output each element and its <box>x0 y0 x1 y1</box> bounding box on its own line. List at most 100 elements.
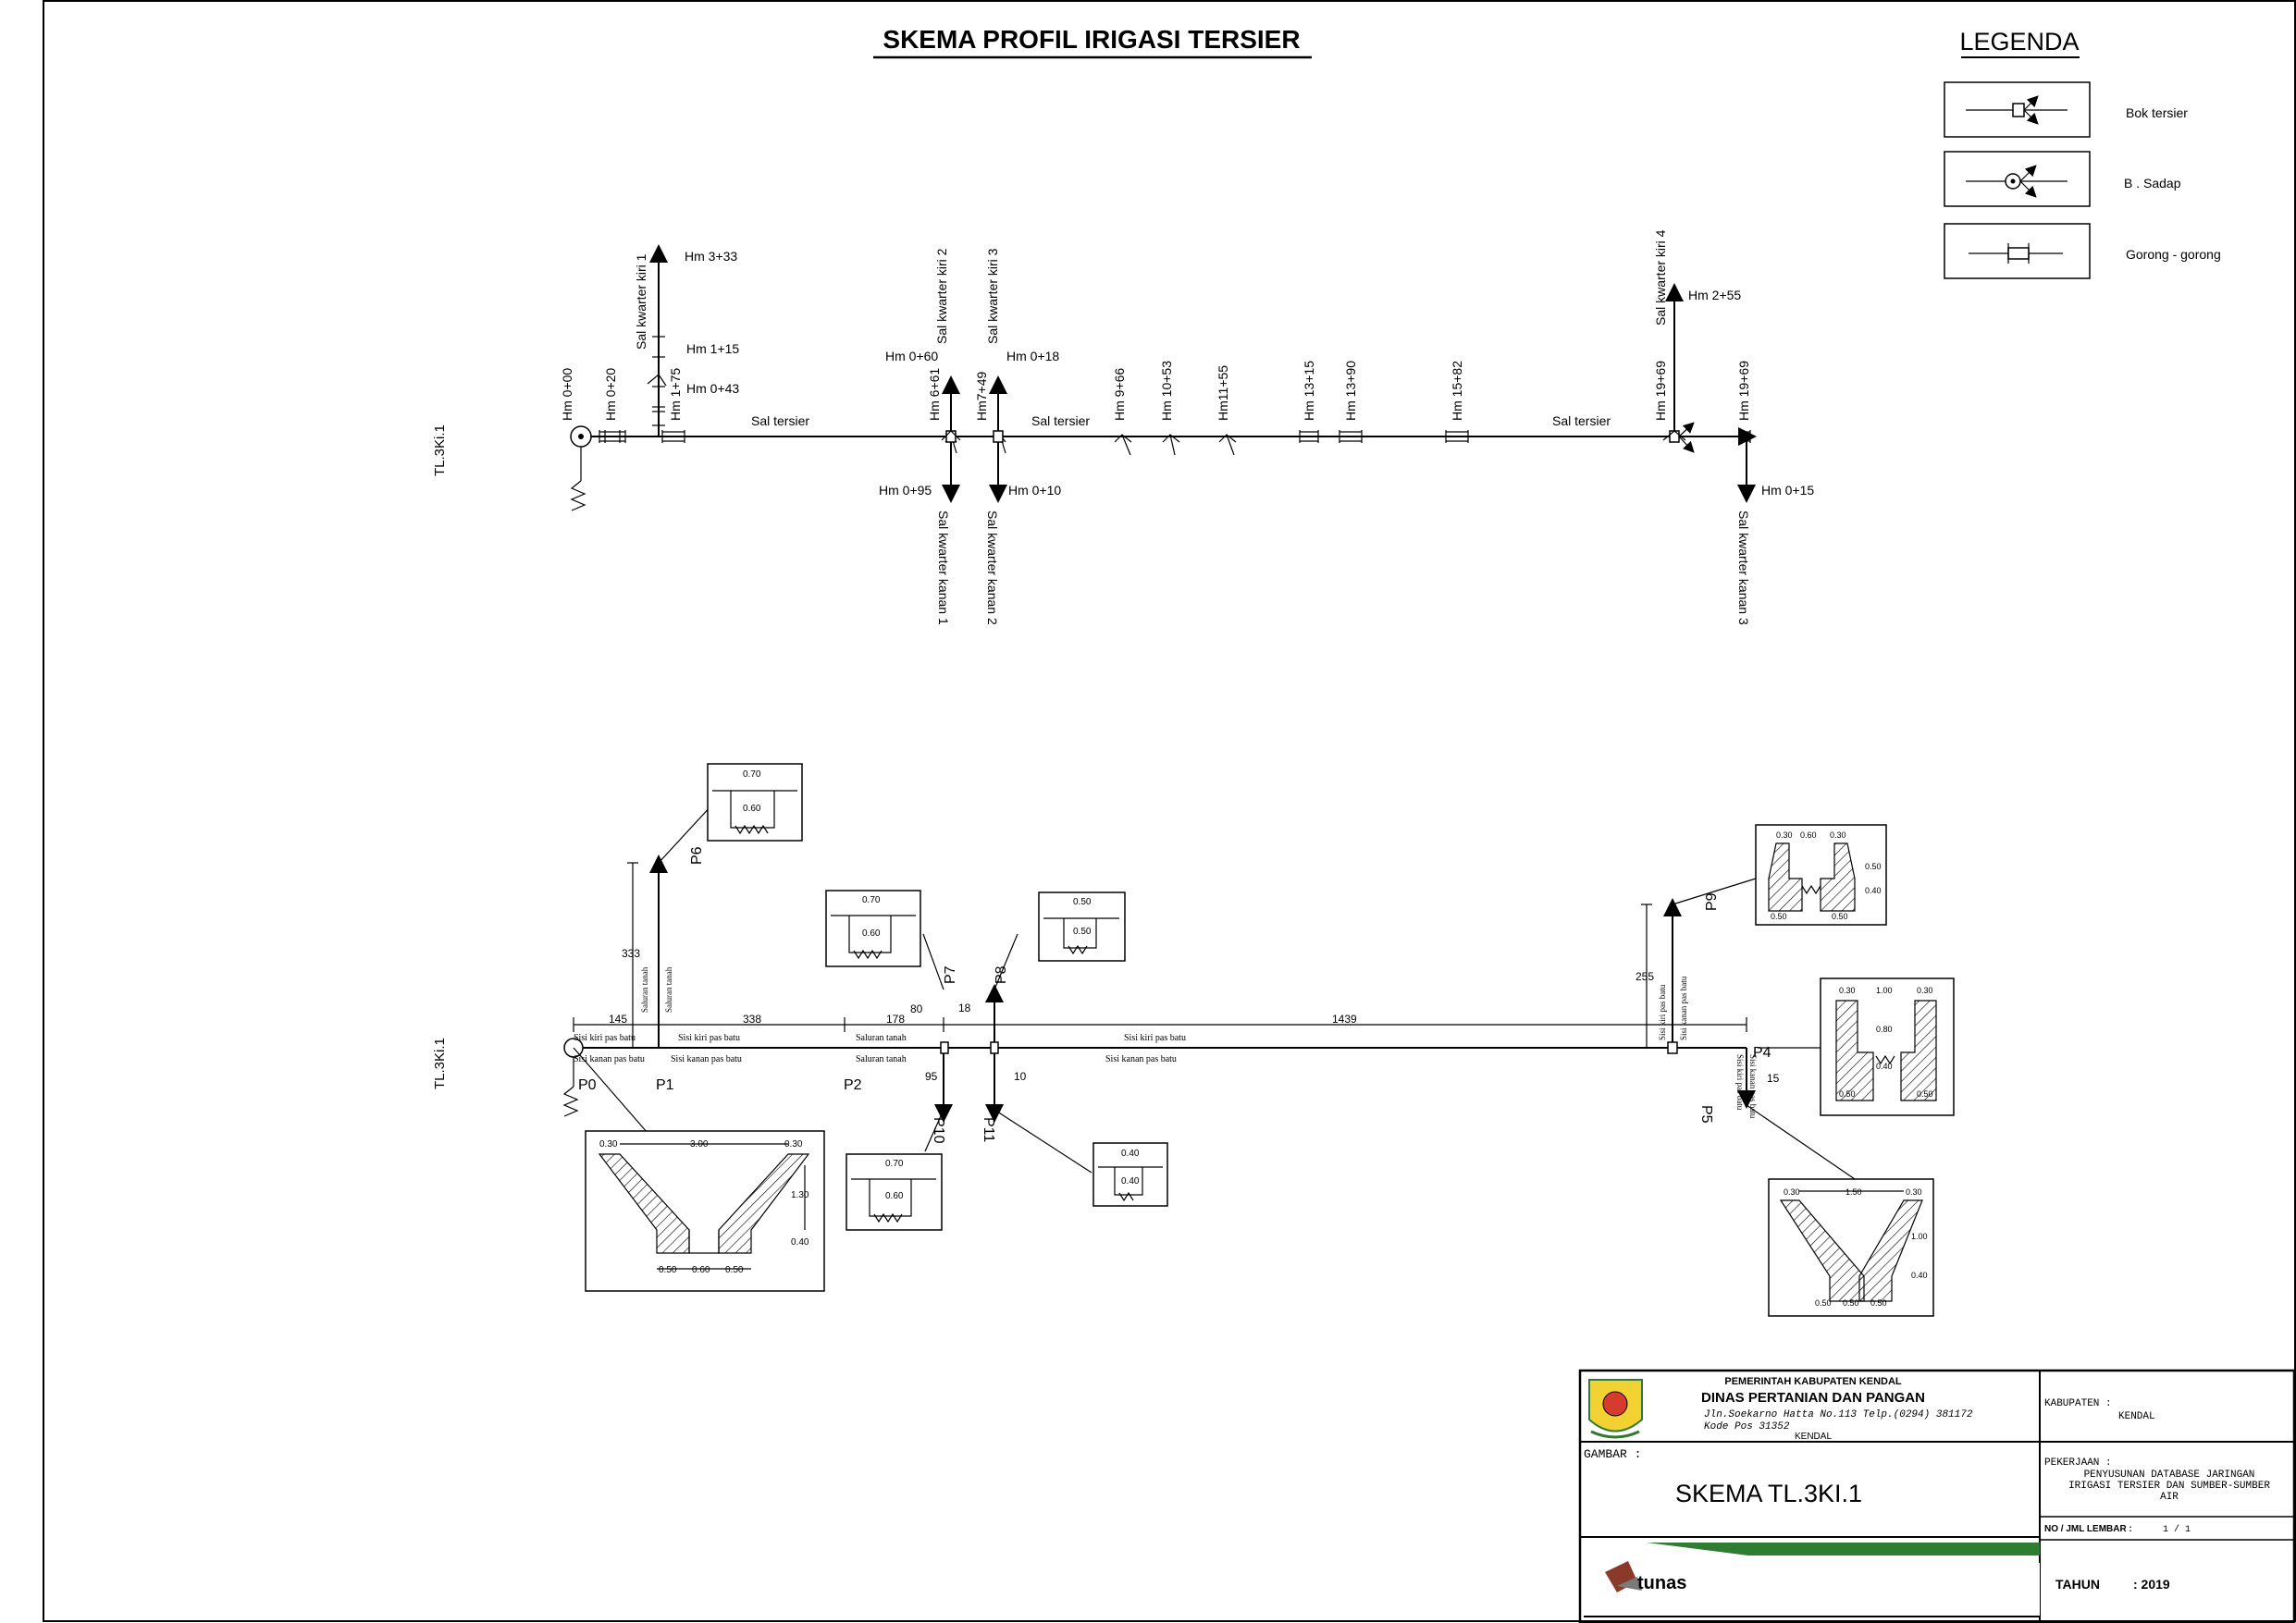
dimension-label: 0.50 <box>1073 897 1092 907</box>
tahun-value: : 2019 <box>2133 1577 2170 1592</box>
dimension-label: 0.60 <box>885 1191 904 1201</box>
hm-label: Hm 0+60 <box>885 349 938 363</box>
station-label: Hm 15+82 <box>1450 361 1464 421</box>
point-label: P7 <box>943 965 958 984</box>
cross-section-p8: 0.50 0.50 <box>1038 891 1126 962</box>
branch-label: Sal kwarter kiri 3 <box>985 248 1000 344</box>
dimension-label: 1.50 <box>1845 1187 1862 1197</box>
dimension-label: 0.50 <box>1839 1089 1856 1099</box>
dimension-label: 0.40 <box>1865 886 1882 895</box>
gorong-gorong-symbol <box>1969 243 2063 264</box>
note-label: Sisi kiri pas batu <box>1658 984 1667 1040</box>
hm-label: Hm 0+95 <box>879 483 932 498</box>
station-label: Hm 0+20 <box>603 368 618 421</box>
hm-label: Hm 2+55 <box>1688 288 1741 302</box>
dimension-label: 0.70 <box>862 895 881 905</box>
note-label: Sisi kanan pas batu <box>671 1054 742 1064</box>
title-block: PEMERINTAH KABUPATEN KENDAL DINAS PERTAN… <box>1578 1369 2296 1623</box>
station-label: Hm 13+15 <box>1302 361 1316 421</box>
lembar-value: 1 / 1 <box>2163 1524 2191 1535</box>
station-label: Hm 19+69 <box>1653 361 1668 421</box>
cross-section-p10: 0.70 0.60 <box>846 1153 943 1231</box>
station-label: Hm 9+66 <box>1112 368 1127 421</box>
distance-label: 338 <box>743 1013 761 1026</box>
note-label: Sisi kiri pas batu <box>1124 1033 1186 1043</box>
point-label: P8 <box>994 965 1009 984</box>
legend-item-label: Gorong - gorong <box>2126 247 2221 262</box>
dimension-label: 0.30 <box>1784 1187 1800 1197</box>
dimension-label: 0.40 <box>1121 1149 1140 1159</box>
hm-label: Hm 0+15 <box>1761 483 1814 498</box>
side-label: TL.3Ki.1 <box>432 424 448 476</box>
gambar-label: GAMBAR : <box>1584 1447 1641 1461</box>
kabupaten-value: KENDAL <box>2118 1411 2155 1422</box>
cross-section-p4: 0.30 1.00 0.30 0.80 0.40 0.50 0.50 <box>1820 977 1955 1116</box>
lower-schematic: TL.3Ki.1 145 338 178 18 1439 333 Saluran… <box>432 763 1955 1317</box>
agency-city: KENDAL <box>1795 1432 1832 1442</box>
branch-label: Sal kwarter kanan 2 <box>985 510 1000 625</box>
dimension-label: 1.30 <box>791 1190 809 1200</box>
dimension-label: 1.00 <box>1911 1232 1928 1241</box>
point-label: P2 <box>844 1077 862 1093</box>
agency-postcode: Kode Pos 31352 <box>1704 1421 1790 1432</box>
note-label: Sisi kiri pas batu <box>678 1033 740 1043</box>
gov-name: PEMERINTAH KABUPATEN KENDAL <box>1724 1376 1902 1387</box>
dimension-label: 0.40 <box>1121 1176 1140 1187</box>
cross-section-p7: 0.70 0.60 <box>825 890 921 967</box>
distance-label: 1439 <box>1332 1013 1357 1026</box>
point-label: P11 <box>981 1117 996 1142</box>
branch-label: Sal kwarter kiri 4 <box>1653 229 1668 326</box>
dimension-label: 0.50 <box>1870 1298 1887 1308</box>
dimension-label: 0.50 <box>1843 1298 1859 1308</box>
dimension-label: 0.30 <box>1917 986 1933 995</box>
distance-label: 10 <box>1014 1070 1027 1083</box>
gambar-value: SKEMA TL.3KI.1 <box>1675 1480 1862 1507</box>
channel-label: Sal tersier <box>1552 413 1611 428</box>
station-label: Hm 6+61 <box>927 368 942 421</box>
pekerjaan-line: AIR <box>2160 1492 2179 1503</box>
distance-label: 80 <box>910 1002 923 1015</box>
dimension-label: 0.30 <box>1830 830 1846 840</box>
dimension-label: 0.50 <box>1815 1298 1832 1308</box>
cross-section-p5: 0.30 1.50 0.30 1.00 0.40 0.50 0.50 0.50 <box>1768 1178 1934 1317</box>
distance-label: 255 <box>1636 970 1654 983</box>
pekerjaan-line: IRIGASI TERSIER DAN SUMBER-SUMBER <box>2068 1481 2270 1492</box>
station-label: Hm 13+90 <box>1343 361 1358 421</box>
point-label: P10 <box>931 1117 946 1144</box>
lembar-label: NO / JML LEMBAR : <box>2044 1524 2132 1534</box>
hm-label: Hm 0+43 <box>686 381 739 396</box>
dimension-label: 0.30 <box>1839 986 1856 995</box>
dimension-label: 0.70 <box>743 769 761 780</box>
distance-label: 18 <box>958 1002 971 1014</box>
branch-label: Sal kwarter kiri 1 <box>634 253 648 350</box>
dimension-label: 0.50 <box>1771 912 1787 921</box>
cross-section-p9: 0.30 0.60 0.30 0.50 0.40 0.50 0.50 <box>1755 824 1887 926</box>
tunas-logo: tunas <box>1584 1543 2040 1617</box>
legend-item-label: Bok tersier <box>2126 105 2188 120</box>
distance-label: 333 <box>622 947 640 960</box>
legend: LEGENDA Bok tersier B . Sadap Gorong - g… <box>1944 28 2221 279</box>
hm-label: Hm 3+33 <box>685 249 737 264</box>
cross-section-p6: 0.70 0.60 <box>707 763 803 842</box>
dimension-label: 0.60 <box>1800 830 1817 840</box>
pekerjaan-label: PEKERJAAN : <box>2044 1457 2112 1469</box>
dimension-label: 0.50 <box>725 1265 744 1275</box>
dimension-label: 0.40 <box>791 1237 809 1248</box>
dimension-label: 0.30 <box>1776 830 1793 840</box>
distance-label: 15 <box>1767 1072 1780 1085</box>
distance-label: 178 <box>886 1013 905 1026</box>
note-label: Saluran tanah <box>856 1033 907 1043</box>
dimension-label: 0.30 <box>599 1139 618 1150</box>
note-label: Sisi kanan pas batu <box>1105 1054 1177 1064</box>
note-label: Sisi kanan pas batu <box>574 1054 645 1064</box>
dimension-label: 0.30 <box>1906 1187 1922 1197</box>
station-label: Hm 19+69 <box>1736 361 1751 421</box>
distance-label: 145 <box>609 1013 627 1026</box>
dimension-label: 1.00 <box>1876 986 1893 995</box>
side-label: TL.3Ki.1 <box>432 1038 448 1089</box>
point-label: P9 <box>1704 892 1720 911</box>
agency-address: Jln.Soekarno Hatta No.113 Telp.(0294) 38… <box>1704 1409 1973 1420</box>
hm-label: Hm 0+18 <box>1006 349 1059 363</box>
note-label: Sisi kanan pas batu <box>1679 976 1688 1040</box>
tahun-label: TAHUN <box>2055 1577 2100 1592</box>
